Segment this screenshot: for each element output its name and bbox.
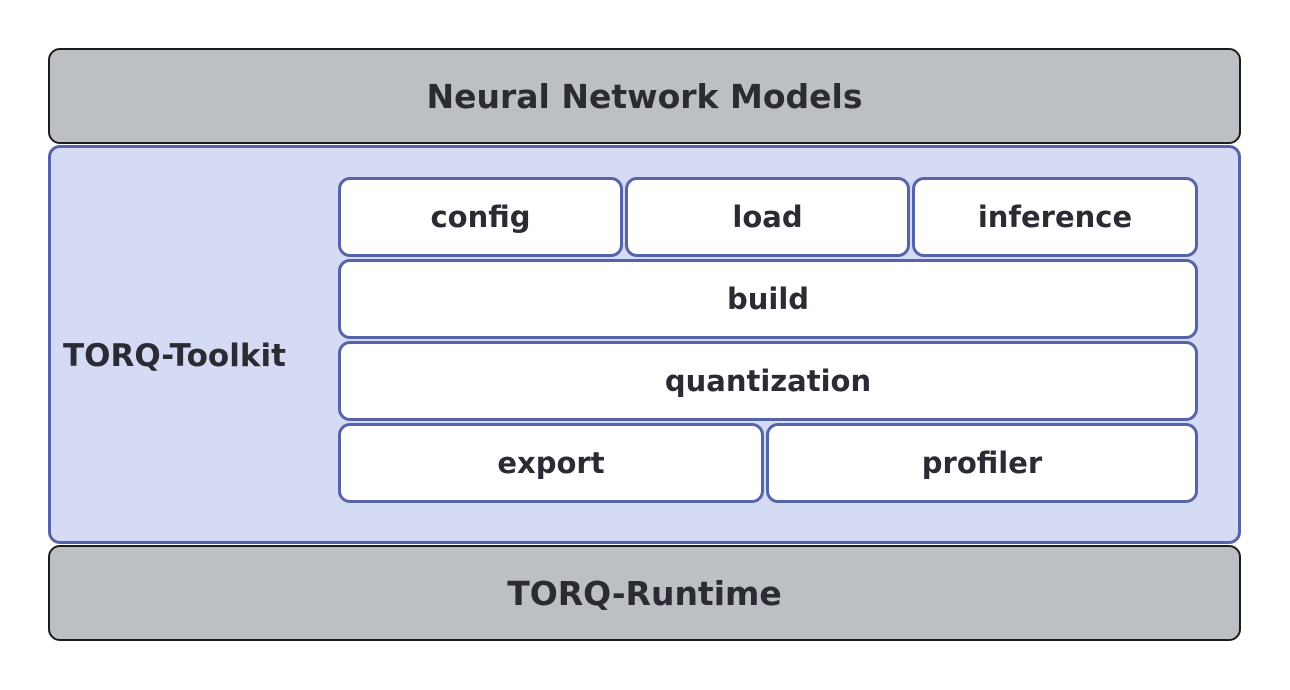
neural-network-models-label: Neural Network Models [426,76,863,116]
module-profiler: profiler [766,423,1198,503]
torq-toolkit-layer: TORQ-Toolkit config load inference build… [48,145,1241,544]
module-export-label: export [497,446,605,480]
module-build: build [338,259,1198,339]
module-inference-label: inference [977,200,1133,234]
module-quantization-label: quantization [664,364,872,398]
module-export: export [338,423,764,503]
module-load-label: load [732,200,803,234]
neural-network-models-layer: Neural Network Models [48,48,1241,144]
module-profiler-label: profiler [921,446,1043,480]
module-quantization: quantization [338,341,1198,421]
module-build-label: build [726,282,810,316]
module-load: load [625,177,910,257]
module-config-label: config [430,200,531,234]
torq-runtime-label: TORQ-Runtime [507,573,782,613]
torq-toolkit-label: TORQ-Toolkit [63,338,286,374]
torq-runtime-layer: TORQ-Runtime [48,545,1241,641]
module-inference: inference [912,177,1198,257]
module-config: config [338,177,623,257]
